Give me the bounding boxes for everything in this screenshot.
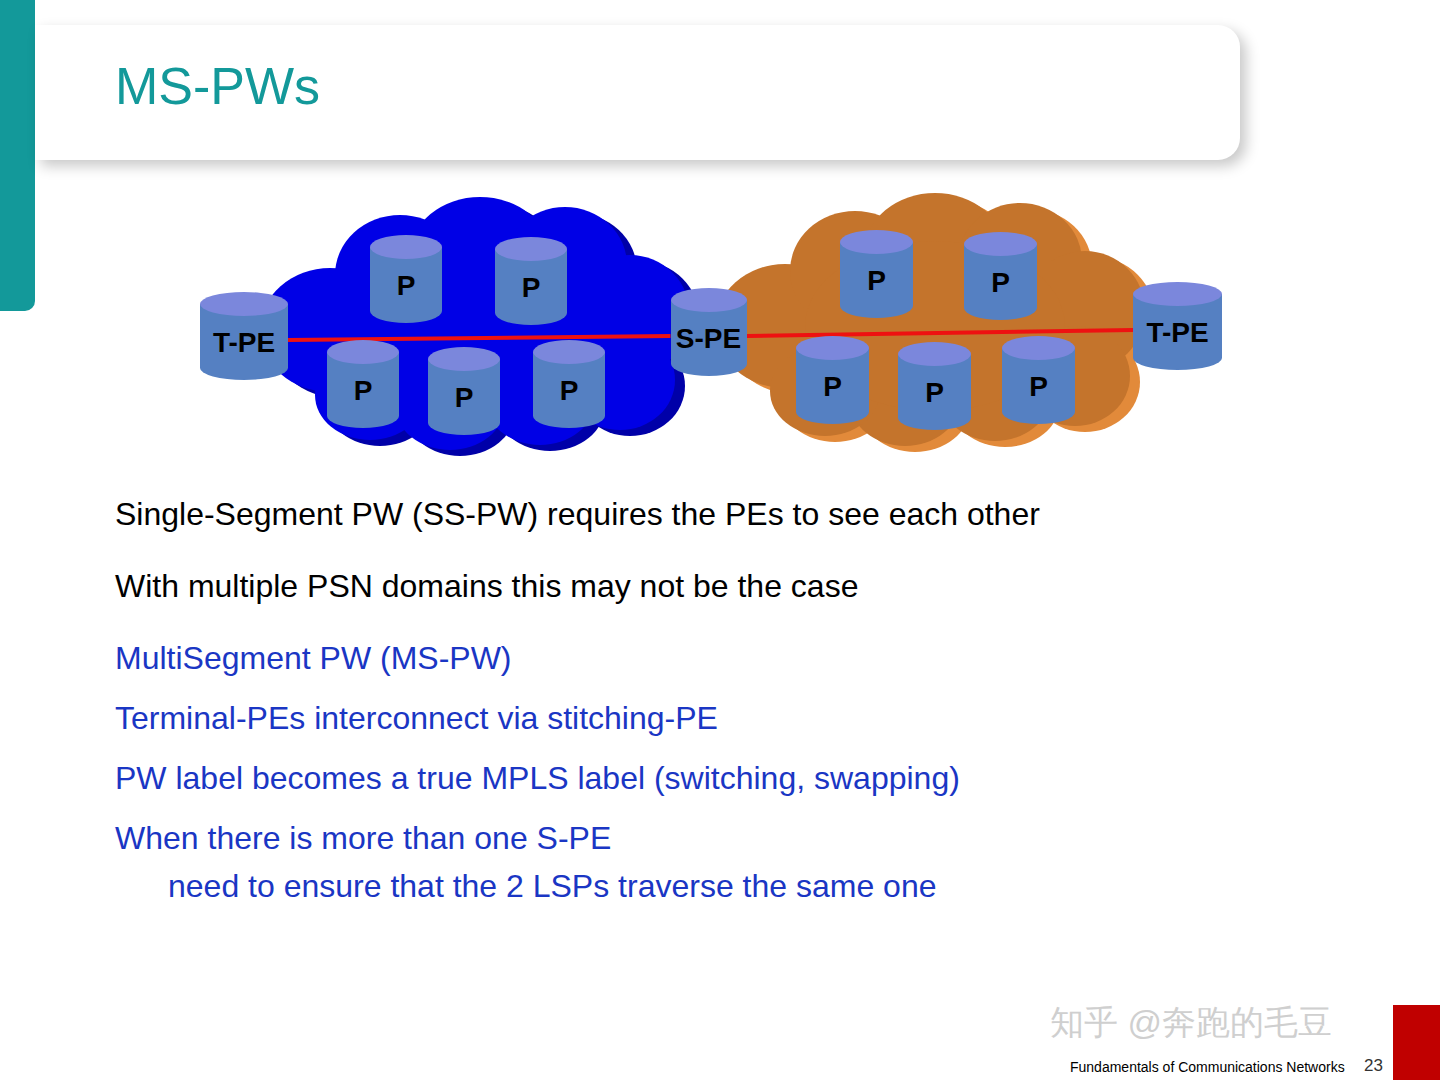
pe-router-cylinder: P <box>840 230 913 318</box>
pe-router-cylinder: P <box>964 232 1037 320</box>
pe-router-cylinder: P <box>796 336 869 424</box>
cylinder-top <box>1133 282 1222 306</box>
node-label: P <box>867 265 886 297</box>
cylinder-top <box>898 342 971 366</box>
bullet-text: need to ensure that the 2 LSPs traverse … <box>168 868 936 905</box>
cylinder-top <box>1002 336 1075 360</box>
pe-router-cylinder: P <box>1002 336 1075 424</box>
cylinder-top <box>533 340 605 364</box>
bullet-text: When there is more than one S-PE <box>115 820 611 857</box>
pseudowire-segment <box>288 336 671 340</box>
node-label: P <box>522 272 541 304</box>
pe-router-cylinder: T-PE <box>200 292 288 380</box>
watermark: 知乎 @奔跑的毛豆 <box>1050 1000 1332 1046</box>
pe-router-cylinder: P <box>533 340 605 428</box>
body-text: Single-Segment PW (SS-PW) requires the P… <box>115 496 1040 533</box>
bullet-text: Terminal-PEs interconnect via stitching-… <box>115 700 718 737</box>
node-label: P <box>455 382 474 414</box>
pe-router-cylinder: S-PE <box>671 288 747 376</box>
cylinder-top <box>964 232 1037 256</box>
cylinder-top <box>840 230 913 254</box>
cylinder-top <box>327 340 399 364</box>
blue-cloud <box>260 197 700 456</box>
pe-router-cylinder: P <box>327 340 399 428</box>
cylinder-top <box>200 292 288 316</box>
page-number: 23 <box>1364 1056 1383 1076</box>
node-label: P <box>823 371 842 403</box>
cylinder-top <box>428 347 500 371</box>
node-label: P <box>991 267 1010 299</box>
node-label: S-PE <box>676 323 741 355</box>
node-label: P <box>354 375 373 407</box>
footer-text: Fundamentals of Communications Networks <box>1070 1059 1345 1075</box>
slide-title: MS-PWs <box>115 56 320 116</box>
node-label: T-PE <box>213 327 275 359</box>
pe-router-cylinder: P <box>370 235 442 323</box>
pe-router-cylinder: P <box>898 342 971 430</box>
orange-cloud <box>715 193 1155 452</box>
cylinder-top <box>796 336 869 360</box>
node-label: P <box>397 270 416 302</box>
pe-router-cylinder: T-PE <box>1133 282 1222 370</box>
pe-router-cylinder: P <box>428 347 500 435</box>
accent-bar <box>0 0 35 311</box>
body-text: With multiple PSN domains this may not b… <box>115 568 858 605</box>
cylinder-top <box>671 288 747 312</box>
bullet-text: MultiSegment PW (MS-PW) <box>115 640 511 677</box>
node-label: P <box>560 375 579 407</box>
corner-block <box>1393 1005 1440 1080</box>
node-label: P <box>925 377 944 409</box>
node-label: T-PE <box>1146 317 1208 349</box>
cylinder-top <box>495 237 567 261</box>
node-label: P <box>1029 371 1048 403</box>
pseudowire-segment <box>747 330 1134 336</box>
bullet-text: PW label becomes a true MPLS label (swit… <box>115 760 960 797</box>
pe-router-cylinder: P <box>495 237 567 325</box>
cylinder-top <box>370 235 442 259</box>
